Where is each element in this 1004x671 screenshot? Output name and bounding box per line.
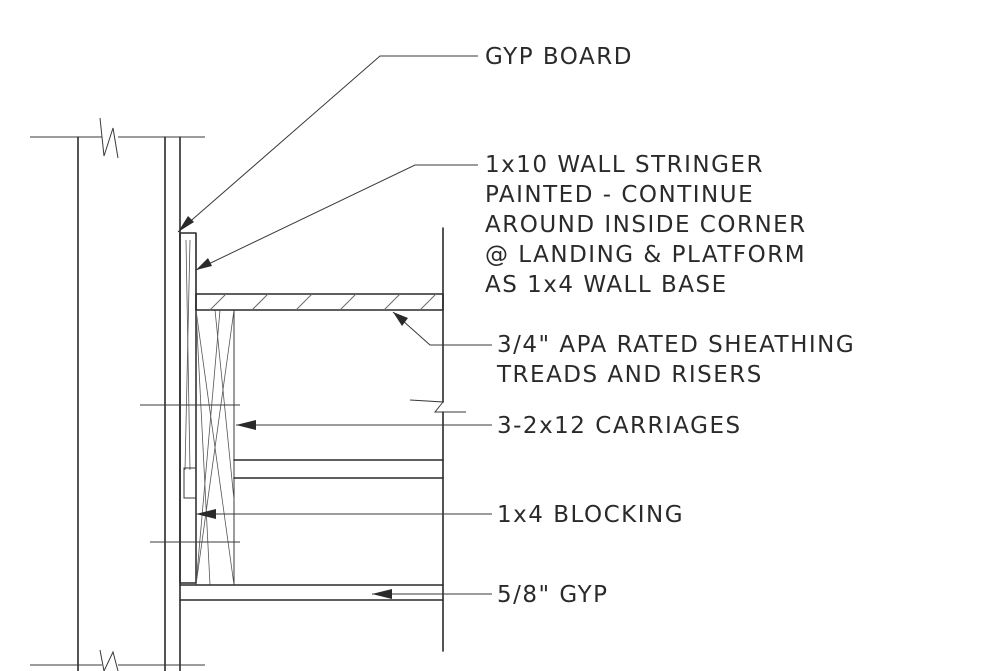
wall xyxy=(30,136,205,671)
leader-wall-stringer xyxy=(195,164,478,271)
callout-blocking: 1x4 BLOCKING xyxy=(497,502,684,528)
leader-gyp-58 xyxy=(372,589,492,599)
blocking xyxy=(195,309,235,586)
tread-sheathing xyxy=(195,293,444,311)
callout-wall-stringer-line-2: PAINTED - CONTINUE xyxy=(485,182,754,208)
carriage-lines xyxy=(233,227,466,652)
ceiling-gyp xyxy=(179,584,444,601)
callout-carriages: 3-2x12 CARRIAGES xyxy=(497,413,742,439)
wall-stringer xyxy=(179,232,197,584)
callout-wall-stringer-line-3: AROUND INSIDE CORNER xyxy=(485,212,807,238)
callout-sheathing-line-1: 3/4" APA RATED SHEATHING xyxy=(497,332,855,358)
callout-wall-stringer-line-4: @ LANDING & PLATFORM xyxy=(485,242,806,268)
break-symbol-top xyxy=(99,117,119,159)
leader-blocking xyxy=(196,509,492,519)
leader-gyp-board xyxy=(177,55,478,233)
callout-wall-stringer-line-1: 1x10 WALL STRINGER xyxy=(485,152,764,178)
callout-sheathing-line-2: TREADS AND RISERS xyxy=(496,362,763,388)
reference-ticks xyxy=(140,404,240,543)
leader-carriages xyxy=(236,420,492,430)
leader-sheathing xyxy=(392,311,492,346)
callout-wall-stringer-line-5: AS 1x4 WALL BASE xyxy=(485,272,728,298)
callout-gyp-58: 5/8" GYP xyxy=(497,582,609,608)
break-symbol-bottom xyxy=(99,649,119,671)
callout-gyp-board: GYP BOARD xyxy=(485,44,633,70)
